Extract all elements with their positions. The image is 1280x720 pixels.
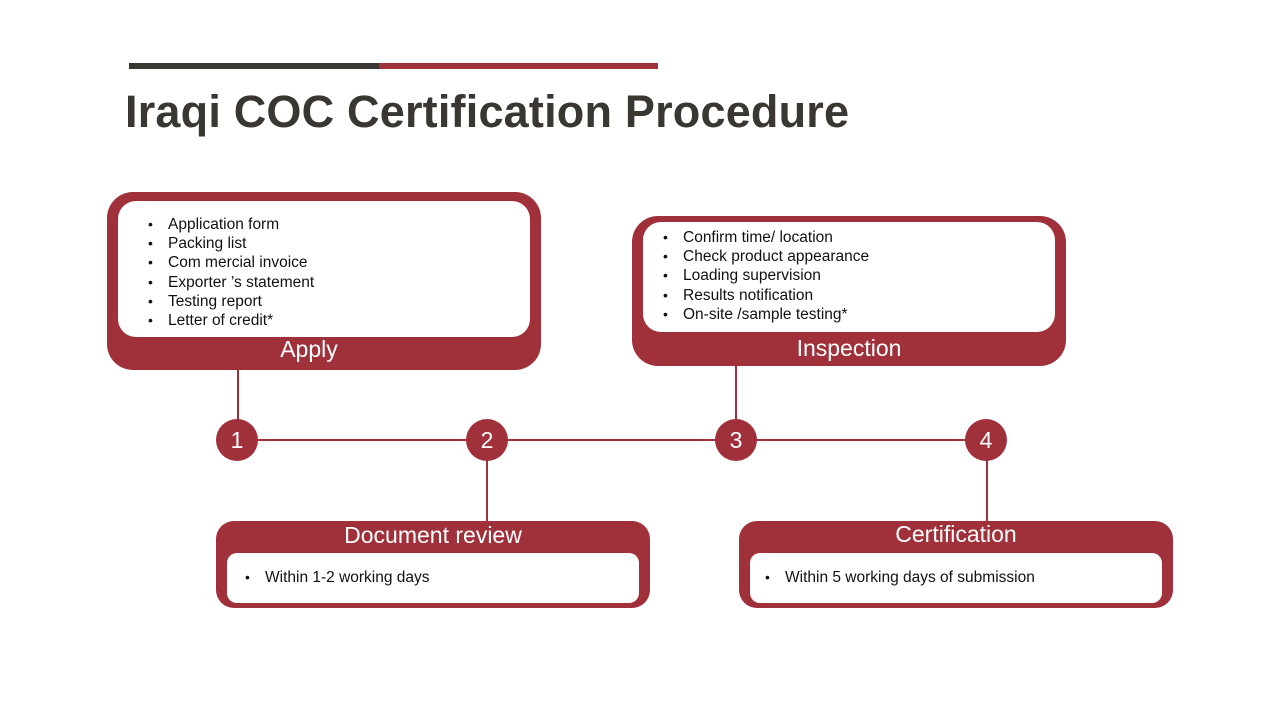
list-item: Letter of credit* <box>148 311 314 330</box>
list-item: Check product appearance <box>663 247 869 266</box>
title-accent-bar-red <box>379 63 658 69</box>
list-item: Exporter ’s statement <box>148 273 314 292</box>
list-item: On-site /sample testing* <box>663 305 869 324</box>
certification-box: Certification Within 5 working days of s… <box>739 521 1173 608</box>
list-item: Com mercial invoice <box>148 253 314 272</box>
certification-content: Within 5 working days of submission <box>750 553 1162 603</box>
page-title: Iraqi COC Certification Procedure <box>125 86 850 137</box>
certification-label: Certification <box>895 521 1017 547</box>
list-item: Loading supervision <box>663 266 869 285</box>
connector-apply <box>237 370 239 422</box>
title-accent-bar-dark <box>129 63 379 69</box>
step-node-1: 1 <box>216 419 258 461</box>
document-review-box: Document review Within 1-2 working days <box>216 521 650 608</box>
apply-box: Application form Packing list Com mercia… <box>107 192 541 370</box>
document-review-content: Within 1-2 working days <box>227 553 639 603</box>
step-node-3: 3 <box>715 419 757 461</box>
timeline-line <box>258 439 968 441</box>
inspection-list: Confirm time/ location Check product app… <box>663 228 869 324</box>
apply-list: Application form Packing list Com mercia… <box>148 215 314 330</box>
list-item: Application form <box>148 215 314 234</box>
certification-list: Within 5 working days of submission <box>765 568 1035 587</box>
connector-certification <box>986 460 988 522</box>
document-review-list: Within 1-2 working days <box>245 568 430 587</box>
list-item: Confirm time/ location <box>663 228 869 247</box>
step-node-2: 2 <box>466 419 508 461</box>
inspection-content: Confirm time/ location Check product app… <box>643 222 1055 332</box>
document-review-label: Document review <box>344 522 522 548</box>
connector-inspection <box>735 366 737 422</box>
step-node-4: 4 <box>965 419 1007 461</box>
connector-document-review <box>486 460 488 522</box>
list-item: Testing report <box>148 292 314 311</box>
apply-content: Application form Packing list Com mercia… <box>118 201 530 337</box>
inspection-box: Confirm time/ location Check product app… <box>632 216 1066 366</box>
list-item: Results notification <box>663 286 869 305</box>
list-item: Within 5 working days of submission <box>765 568 1035 587</box>
apply-label: Apply <box>280 336 338 362</box>
list-item: Packing list <box>148 234 314 253</box>
list-item: Within 1-2 working days <box>245 568 430 587</box>
inspection-label: Inspection <box>796 335 902 361</box>
